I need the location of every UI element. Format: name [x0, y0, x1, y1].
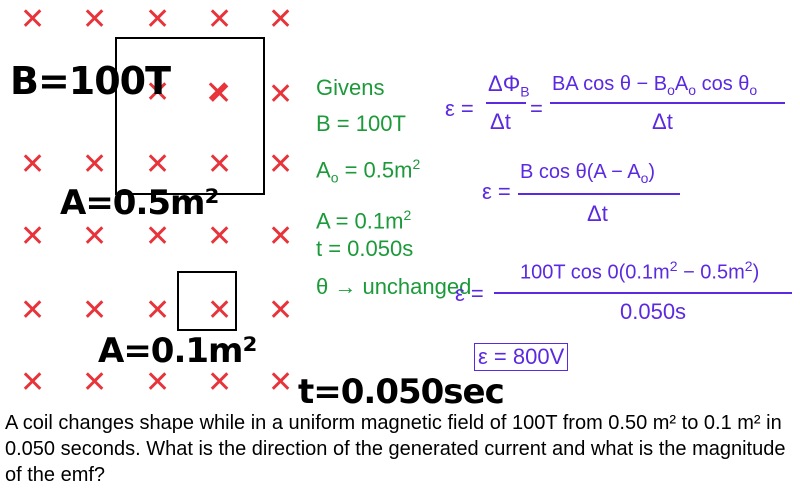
field-x-mark: ✕: [268, 3, 294, 36]
field-x-mark: ✕: [82, 3, 108, 36]
eq3-numerator: 100T cos 0(0.1m2 − 0.5m2): [520, 258, 760, 284]
field-x-mark: ✕: [20, 3, 46, 36]
field-x-mark: ✕: [268, 220, 294, 253]
given-a: A = 0.1m2: [316, 207, 412, 234]
given-theta: θ → unchanged: [316, 274, 472, 299]
eq1-denominator-2: Δt: [652, 109, 673, 134]
field-x-mark: ✕: [268, 294, 294, 327]
field-x-mark: ✕: [82, 366, 108, 399]
eq1-fraction-bar: [486, 102, 526, 104]
field-x-mark: ✕: [207, 294, 233, 327]
field-x-mark: ✕: [82, 220, 108, 253]
field-x-mark: ✕: [145, 76, 171, 109]
field-x-mark: ✕: [145, 366, 171, 399]
field-x-mark: ✕: [145, 220, 171, 253]
eq3-lhs: ε =: [455, 281, 484, 306]
eq1-numerator-expanded: BA cos θ − BoAo cos θo: [552, 73, 758, 98]
field-x-mark: ✕: [20, 220, 46, 253]
eq1-equals: =: [530, 96, 543, 121]
field-x-mark: ✕: [207, 3, 233, 36]
field-x-mark: ✕: [145, 294, 171, 327]
eq1-fraction-bar-2: [550, 102, 785, 104]
eq1-lhs: ε =: [445, 96, 474, 121]
eq2-fraction-bar: [518, 193, 680, 195]
field-x-mark: ✕: [205, 76, 231, 109]
coil-small-square: [177, 271, 237, 331]
field-x-mark: ✕: [20, 294, 46, 327]
given-b: B = 100T: [316, 111, 406, 136]
time-label: t=0.050sec: [298, 372, 505, 412]
b-field-label: B=100T: [10, 59, 171, 103]
area-initial-label: A=0.5m²: [60, 183, 219, 223]
givens-heading: Givens: [316, 75, 385, 100]
field-x-mark: ✕: [268, 366, 294, 399]
eq1-denominator: Δt: [490, 109, 511, 134]
field-x-mark: ✕: [207, 220, 233, 253]
result-box: ε = 800V: [474, 343, 569, 371]
field-x-mark: ✕: [82, 148, 108, 181]
eq3-denominator: 0.050s: [620, 299, 687, 324]
eq1-numerator: ΔΦB: [488, 71, 530, 100]
question-text: A coil changes shape while in a uniform …: [5, 412, 786, 486]
area-final-label: A=0.1m²: [98, 331, 257, 371]
field-x-mark: ✕: [145, 148, 171, 181]
result-value: ε = 800V: [478, 344, 565, 369]
coil-large-square: [115, 37, 265, 195]
field-x-mark: ✕: [207, 148, 233, 181]
eq3-fraction-bar: [494, 292, 792, 294]
field-x-mark: ✕: [207, 366, 233, 399]
field-x-mark: ✕: [82, 294, 108, 327]
field-x-mark: ✕: [268, 78, 294, 111]
eq2-denominator: Δt: [587, 201, 608, 226]
given-t: t = 0.050s: [316, 236, 414, 261]
given-a0: Ao = 0.5m2: [316, 156, 421, 186]
field-x-mark: ✕: [20, 366, 46, 399]
eq2-lhs: ε =: [482, 179, 511, 204]
field-x-mark: ✕: [20, 148, 46, 181]
field-x-mark: ✕: [268, 148, 294, 181]
field-x-mark: ✕: [145, 3, 171, 36]
field-x-mark: ✕: [207, 78, 233, 111]
eq2-numerator: B cos θ(A − Ao): [520, 161, 656, 186]
